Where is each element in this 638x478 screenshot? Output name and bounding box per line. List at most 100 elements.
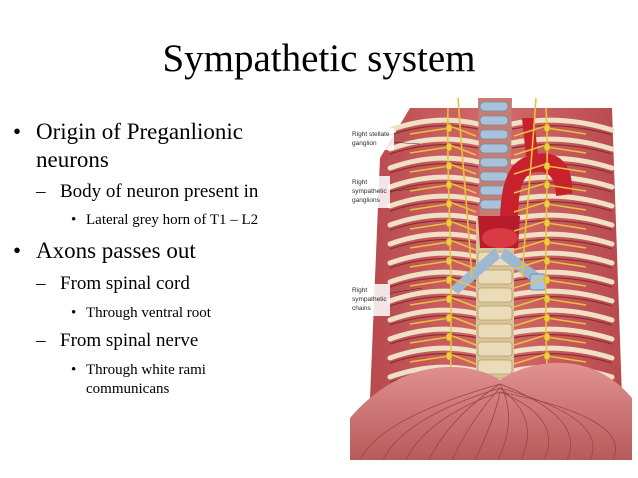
diaphragm-fiber bbox=[405, 391, 501, 461]
vertebra bbox=[477, 287, 513, 303]
rib-shadow bbox=[511, 314, 613, 326]
rib bbox=[387, 193, 481, 209]
aorta-stump bbox=[482, 228, 518, 248]
splanchnic-branch bbox=[513, 144, 547, 156]
rib bbox=[509, 345, 615, 361]
rib bbox=[509, 136, 615, 152]
ganglion bbox=[543, 142, 551, 152]
rami-communicans bbox=[546, 165, 587, 173]
splanchnic-branch bbox=[449, 296, 477, 308]
diaphragm-fiber bbox=[499, 387, 594, 461]
rib-shadow bbox=[511, 257, 613, 269]
ganglion bbox=[543, 313, 551, 323]
ganglion bbox=[445, 142, 453, 152]
splanchnic-branch bbox=[513, 182, 547, 194]
rami-communicans bbox=[546, 203, 587, 211]
sub-sub-bullet-text: communicans bbox=[86, 381, 170, 397]
rib bbox=[387, 155, 481, 171]
diaphragm-fiber bbox=[499, 387, 528, 461]
sub-sub-bullet-text: Through white rami bbox=[86, 362, 206, 378]
label-sympathetic-ganglions: Right bbox=[352, 179, 367, 186]
ganglion bbox=[445, 294, 453, 304]
label-sympathetic-chains: sympathetic bbox=[352, 296, 387, 303]
ganglion bbox=[445, 161, 453, 171]
rib bbox=[509, 288, 615, 304]
splanchnic-branch bbox=[449, 144, 477, 156]
rib-shadow bbox=[389, 143, 479, 155]
vertebra bbox=[477, 269, 513, 285]
splanchnic-branch bbox=[449, 201, 477, 213]
diaphragm-fiber bbox=[359, 383, 501, 461]
ganglion bbox=[543, 123, 551, 133]
splanchnic-branch bbox=[513, 163, 547, 175]
rami-communicans bbox=[546, 146, 587, 154]
splanchnic-branch bbox=[449, 220, 477, 232]
vertebra bbox=[477, 341, 513, 357]
rami-communicans bbox=[546, 279, 587, 287]
ganglion bbox=[445, 275, 453, 285]
rib-shadow bbox=[511, 219, 613, 231]
diaphragm bbox=[350, 362, 632, 460]
label-stellate-ganglion: ganglion bbox=[352, 140, 377, 147]
rib-shadow bbox=[511, 124, 613, 136]
ganglion bbox=[445, 199, 453, 209]
rami-communicans bbox=[409, 317, 450, 325]
vertebra bbox=[477, 359, 513, 375]
rib bbox=[387, 307, 481, 323]
rami-communicans bbox=[546, 260, 587, 268]
rami-communicans bbox=[409, 184, 450, 192]
rami-communicans bbox=[409, 260, 450, 268]
ganglion bbox=[543, 199, 551, 209]
rib-shadow bbox=[511, 276, 613, 288]
ganglion bbox=[543, 351, 551, 361]
splanchnic-branch bbox=[513, 125, 547, 137]
tracheal-ring bbox=[479, 101, 509, 112]
splanchnic-branch bbox=[513, 258, 547, 270]
rib bbox=[387, 250, 481, 266]
ganglion bbox=[543, 161, 551, 171]
ganglion bbox=[445, 351, 453, 361]
vertebra bbox=[477, 305, 513, 321]
rib-shadow bbox=[389, 181, 479, 193]
vertebra bbox=[477, 323, 513, 339]
splanchnic-branch bbox=[513, 315, 547, 327]
splanchnic-branch bbox=[513, 296, 547, 308]
ganglia bbox=[445, 123, 551, 380]
splanchnic-branch bbox=[449, 277, 477, 289]
sub-sub-bullet-marker: • bbox=[71, 362, 77, 378]
rib-shadow bbox=[389, 257, 479, 269]
rami-communicans bbox=[409, 279, 450, 287]
rami-communicans bbox=[409, 355, 450, 363]
diaphragm-fiber bbox=[499, 383, 572, 461]
rib-shadow bbox=[389, 124, 479, 136]
rib-shadow bbox=[511, 238, 613, 250]
ganglion bbox=[543, 332, 551, 342]
splanchnic-branch bbox=[449, 353, 477, 365]
rami-communicans bbox=[409, 298, 450, 306]
rib-shadow bbox=[389, 314, 479, 326]
sub-sub-bullet-text: Through ventral root bbox=[86, 305, 211, 321]
rib bbox=[509, 193, 615, 209]
nerves bbox=[409, 97, 587, 399]
ganglion bbox=[543, 294, 551, 304]
label-callouts bbox=[385, 141, 423, 295]
ganglion bbox=[445, 180, 453, 190]
rib bbox=[387, 212, 481, 228]
splanchnic-branch bbox=[513, 201, 547, 213]
ganglion bbox=[543, 275, 551, 285]
rami-communicans bbox=[546, 298, 587, 306]
rib-shadow bbox=[389, 219, 479, 231]
rami-communicans bbox=[409, 127, 450, 135]
rami-communicans bbox=[546, 222, 587, 230]
tracheal-ring bbox=[479, 171, 509, 182]
rib-shadow bbox=[389, 352, 479, 364]
sympathetic-chain-diagram: Right stellate ganglion Right sympatheti… bbox=[350, 97, 632, 461]
tracheal-ring bbox=[479, 129, 509, 140]
splanchnic-branch bbox=[513, 277, 547, 289]
rami-communicans bbox=[409, 222, 450, 230]
rib-shadow bbox=[511, 352, 613, 364]
sub-bullet-text: From spinal cord bbox=[60, 273, 190, 294]
bullet-text: neurons bbox=[36, 147, 109, 172]
rib bbox=[509, 250, 615, 266]
splanchnic-branch bbox=[449, 315, 477, 327]
